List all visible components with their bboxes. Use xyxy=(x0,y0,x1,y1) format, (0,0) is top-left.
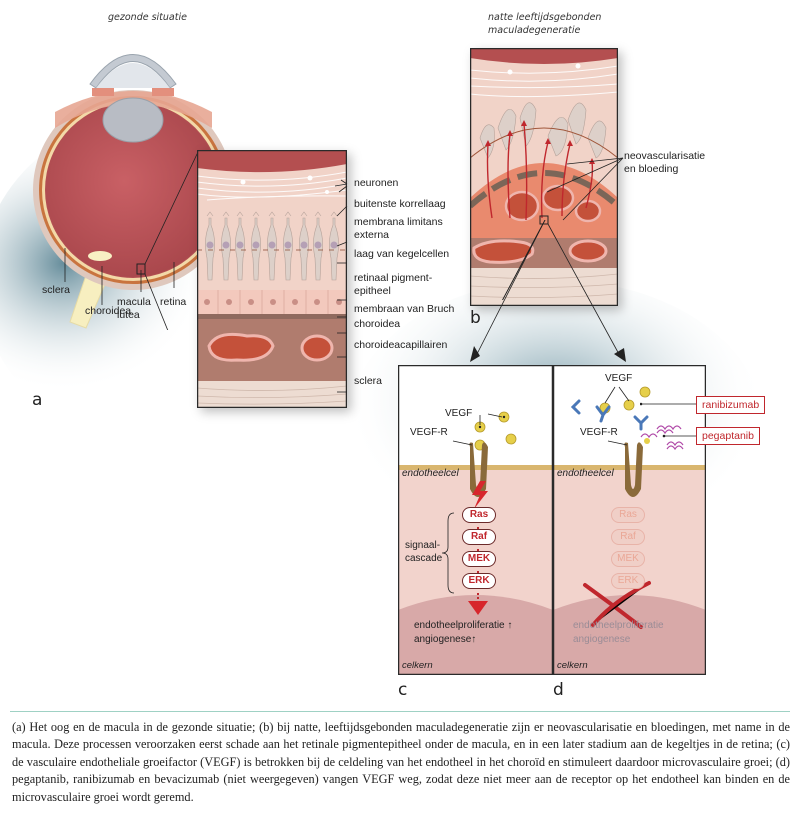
label-angiogenese-c: angiogenese↑ xyxy=(414,634,477,645)
label-sclera-inset: sclera xyxy=(354,375,383,387)
cascade-ras-inactive: Ras xyxy=(611,507,645,523)
cascade-raf-inactive: Raf xyxy=(611,529,645,545)
cornea xyxy=(89,54,177,89)
label-endotheelcel-d: endotheelcel xyxy=(557,468,614,479)
label-lutea: lutea xyxy=(117,309,140,321)
vegf-molecules xyxy=(474,411,517,451)
label-celkern-c: celkern xyxy=(402,660,433,671)
panel-letter-c: c xyxy=(398,680,408,700)
drug-label-ranibizumab: ranibizumab xyxy=(696,396,766,414)
iris-right xyxy=(152,88,174,96)
pegaptanib-aptamers xyxy=(640,425,684,451)
amd-cross-section xyxy=(470,48,618,306)
retina-cross-section xyxy=(197,150,347,408)
optic-disc xyxy=(88,251,112,261)
cascade-brace xyxy=(441,512,455,594)
label-membraan-van-bruch: membraan van Bruch xyxy=(354,303,455,315)
inset-a-leaders xyxy=(334,179,348,393)
panel-c-diagram xyxy=(398,365,553,675)
label-en-bloeding: en bloeding xyxy=(624,163,679,175)
caption-divider xyxy=(10,711,790,712)
panel-letter-d: d xyxy=(553,680,564,700)
label-endotheelproliferatie-c: endotheelproliferatie ↑ xyxy=(414,620,513,631)
label-signaal: signaal- xyxy=(405,540,441,551)
label-cascade: cascade xyxy=(405,553,443,564)
detail-marker xyxy=(539,215,549,225)
label-vegf-r-c: VEGF-R xyxy=(410,427,448,438)
label-angiogenese-d: angiogenese xyxy=(573,634,631,645)
vitreous-strip xyxy=(197,150,347,173)
cascade-raf: Raf xyxy=(462,529,496,545)
lens xyxy=(102,97,164,143)
damaged-cone-cells xyxy=(479,102,607,159)
panel-letter-b: b xyxy=(470,308,481,328)
nucleus-area xyxy=(398,595,553,675)
drug-label-pegaptanib: pegaptanib xyxy=(696,427,760,445)
bruch-membrane xyxy=(197,314,347,319)
activation-bolt xyxy=(472,481,488,509)
label-epitheel: epitheel xyxy=(354,285,391,297)
panel-a-title: gezonde situatie xyxy=(108,12,187,23)
label-choroidea: choroidea xyxy=(85,305,132,317)
label-endotheelcel-c: endotheelcel xyxy=(402,468,459,479)
arrow-to-c xyxy=(470,346,480,362)
cascade-ras: Ras xyxy=(462,507,496,523)
capillary-1 xyxy=(207,332,275,362)
panel-b-title-line2: maculadegeneratie xyxy=(488,25,581,36)
panel-letter-a: a xyxy=(32,390,43,410)
label-endotheelproliferatie-d: endotheelproliferatie xyxy=(573,620,664,631)
label-celkern-d: celkern xyxy=(557,660,588,671)
vegf-receptor-d xyxy=(624,442,643,497)
neovascularisation-leaders xyxy=(546,157,624,221)
arrow-to-d xyxy=(614,348,626,362)
panel-b-title-line1: natte leeftijdsgebonden xyxy=(488,12,602,23)
cascade-mek: MEK xyxy=(462,551,496,567)
capillary-2 xyxy=(300,334,334,362)
label-vegf-r-d: VEGF-R xyxy=(580,427,618,438)
label-choroidea-inset: choroidea xyxy=(354,318,401,330)
label-neuronen: neuronen xyxy=(354,177,399,189)
ranibizumab-antibodies xyxy=(570,399,649,431)
label-externa: externa xyxy=(354,229,390,241)
rpe-nuclei xyxy=(204,299,342,305)
cone-cells xyxy=(205,211,339,281)
zoom-arrow-lines xyxy=(470,223,626,362)
cascade-mek-inactive: MEK xyxy=(611,551,645,567)
label-vegf-c: VEGF xyxy=(445,408,473,419)
label-macula: macula xyxy=(117,296,151,308)
label-vegf-d: VEGF xyxy=(605,373,633,384)
label-laag-van-kegelcellen: laag van kegelcellen xyxy=(354,248,450,260)
neuron-fibres xyxy=(197,171,347,201)
zoom-arrows xyxy=(502,220,546,300)
figure-caption: (a) Het oog en de macula in de gezonde s… xyxy=(12,720,790,804)
cell-membrane xyxy=(398,465,553,470)
iris-left xyxy=(92,88,114,96)
neovascular-vessels xyxy=(486,123,594,221)
eye-illustration xyxy=(33,54,233,330)
label-sclera: sclera xyxy=(42,284,71,296)
broken-bruch-membrane xyxy=(470,170,618,209)
cascade-erk: ERK xyxy=(462,573,496,589)
panel-d-diagram xyxy=(553,365,706,675)
cascade-arrow xyxy=(468,601,488,615)
drug-leaders xyxy=(640,402,696,438)
label-neovascularisatie: neovascularisatie xyxy=(624,150,706,162)
label-retinaal-pigment: retinaal pigment- xyxy=(354,272,433,284)
label-choroideacapillairen: choroideacapillairen xyxy=(354,339,448,351)
cascade-erk-inactive: ERK xyxy=(611,573,645,589)
figure: gezonde situatie xyxy=(0,12,766,700)
label-buitenste-korrellaag: buitenste korrellaag xyxy=(354,198,446,210)
label-membrana-limitans: membrana limitans xyxy=(354,216,443,228)
label-retina: retina xyxy=(160,296,187,308)
